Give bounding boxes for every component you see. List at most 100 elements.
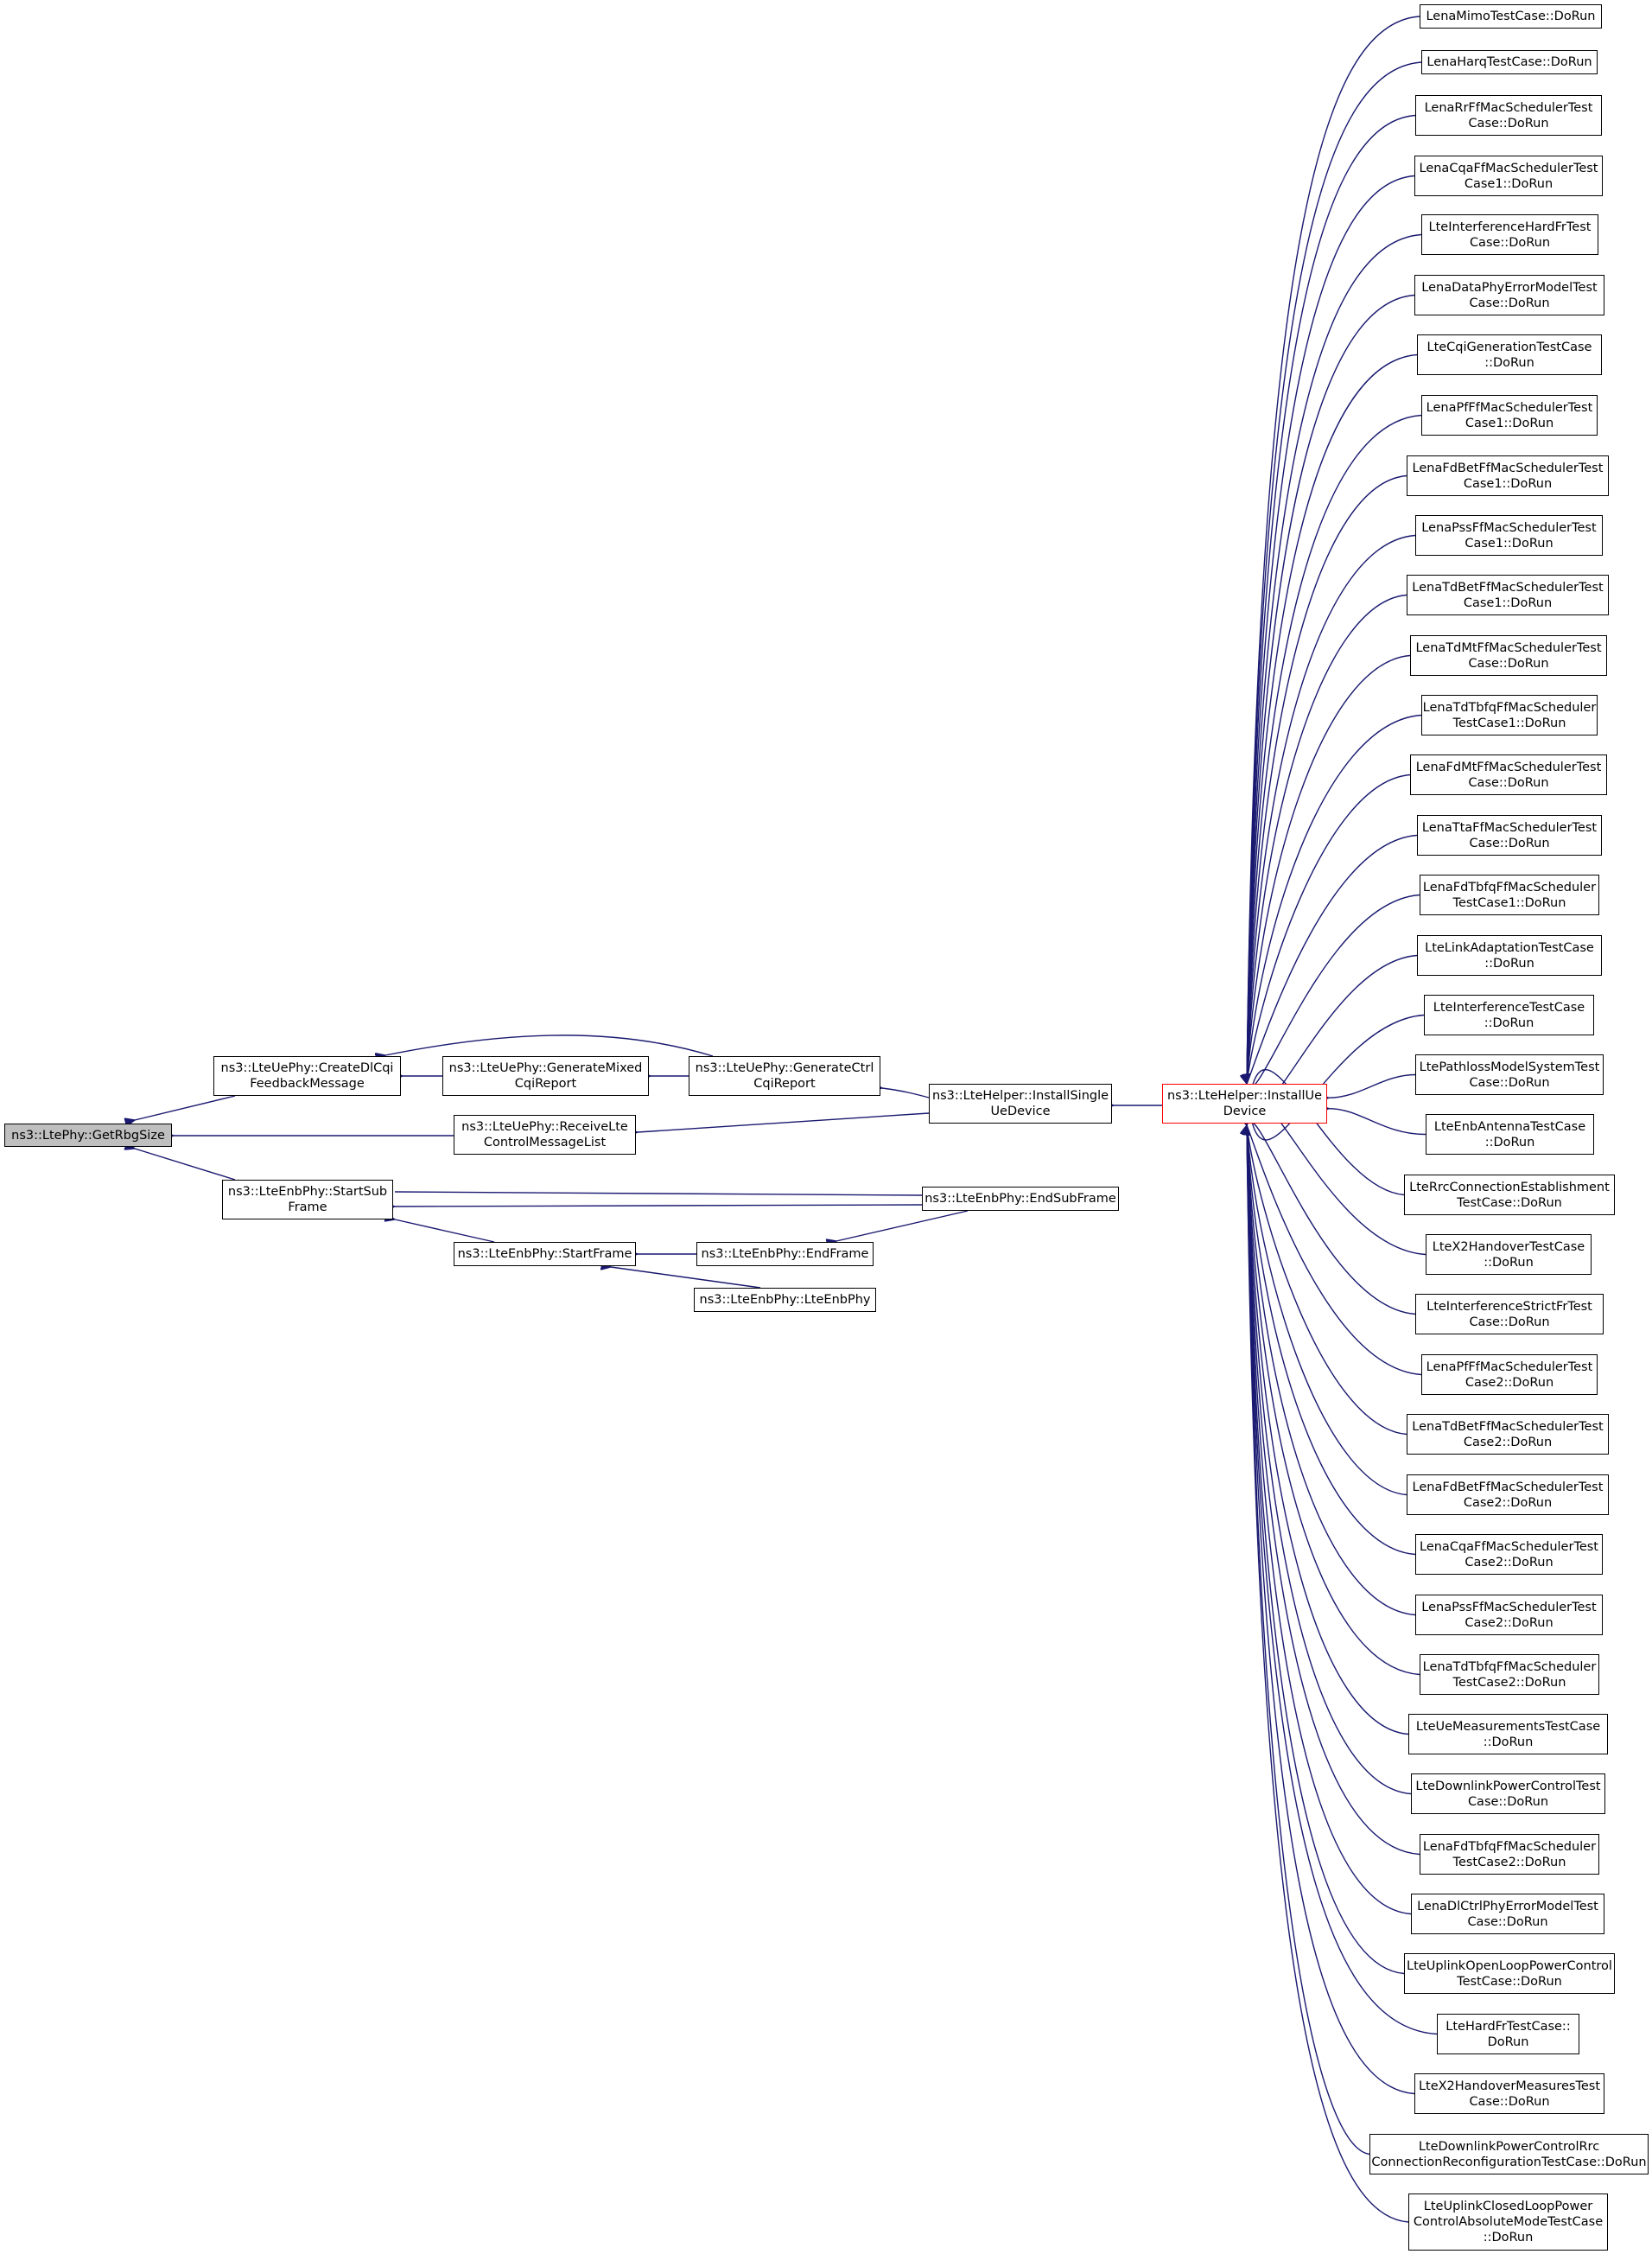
node-label-line: LenaCqaFfMacSchedulerTest (1420, 1539, 1598, 1554)
node-label-line: LteX2HandoverMeasuresTest (1418, 2079, 1601, 2093)
edge-caller-2-to-installue (1247, 114, 1416, 1085)
node-label-line: Case::DoRun (1467, 1794, 1549, 1809)
edge-createdlcqi-to-getrbgsize (135, 1095, 236, 1120)
node-label-line: TestCase2::DoRun (1452, 1855, 1566, 1869)
edge-caller-15-to-installue (1247, 894, 1420, 1089)
node-lteenbphy-startframe[interactable]: ns3::LteEnbPhy::StartFrame (454, 1242, 636, 1266)
caller-node-ltex2handovertestcase-dorun[interactable]: LteX2HandoverTestCase::DoRun (1426, 1234, 1592, 1275)
node-label-line: ::DoRun (1483, 1735, 1534, 1749)
edge-caller-19-to-installue (1329, 1109, 1426, 1136)
node-label-line: ns3::LteHelper::InstallSingle (931, 1089, 1109, 1103)
caller-node-ltelinkadaptationtestcase-dorun[interactable]: LteLinkAdaptationTestCase::DoRun (1417, 935, 1602, 976)
edge-caller-33-to-installue (1247, 1125, 1405, 1975)
node-label-line: ::DoRun (1484, 1255, 1534, 1270)
node-label-line: Case::DoRun (1468, 775, 1549, 790)
edge-caller-1-to-installue (1247, 61, 1422, 1084)
node-label-line: LteRrcConnectionEstablishment (1409, 1180, 1610, 1194)
node-label-line: ControlMessageList (483, 1136, 607, 1149)
node-lteenbphy-lteenbphy[interactable]: ns3::LteEnbPhy::LteEnbPhy (694, 1288, 876, 1312)
node-label-line: Case::DoRun (1467, 1914, 1548, 1929)
node-label-line: LteUplinkClosedLoopPower (1423, 2200, 1593, 2213)
caller-node-lenamimotestcase-dorun[interactable]: LenaMimoTestCase::DoRun (1420, 4, 1602, 29)
node-label-line: Case2::DoRun (1463, 1435, 1553, 1449)
node-label-line: ns3::LteUePhy::CreateDlCqi (220, 1061, 394, 1075)
edge-caller-11-to-installue (1247, 654, 1411, 1085)
node-label-line: Case2::DoRun (1465, 1375, 1554, 1390)
node-label-line: Case1::DoRun (1465, 416, 1554, 430)
node-label-line: LteUeMeasurementsTestCase (1415, 1719, 1601, 1734)
node-label-line: LteLinkAdaptationTestCase (1425, 940, 1594, 955)
node-lteuephy-generatemixedcqireport[interactable]: ns3::LteUePhy::GenerateMixed CqiReport (442, 1056, 649, 1096)
edge-caller-0-to-installue (1247, 16, 1420, 1084)
edge-genctrl-to-createdlcqi-arc (385, 1035, 714, 1056)
node-label-line: TestCase::DoRun (1457, 1195, 1562, 1210)
node-ltehelper-installsingleuedevice[interactable]: ns3::LteHelper::InstallSingle UeDevice (929, 1084, 1112, 1124)
edge-caller-27-to-installue (1247, 1125, 1416, 1616)
caller-node-ltecqigenerationtestcase-dorun[interactable]: LteCqiGenerationTestCase::DoRun (1417, 334, 1602, 375)
node-label-line: Case::DoRun (1469, 1315, 1550, 1329)
node-label-line: ::DoRun (1484, 1135, 1535, 1149)
edge-caller-3-to-installue (1247, 175, 1415, 1085)
node-lteuephy-receiveltecontrolmessagelist[interactable]: ns3::LteUePhy::ReceiveLte ControlMessage… (454, 1115, 636, 1155)
node-label-line: FeedbackMessage (250, 1077, 365, 1091)
node-lteenbphy-endsubframe[interactable]: ns3::LteEnbPhy::EndSubFrame (922, 1187, 1119, 1211)
edge-caller-25-to-installue (1247, 1125, 1407, 1496)
node-lteenbphy-endframe[interactable]: ns3::LteEnbPhy::EndFrame (696, 1242, 874, 1266)
node-label-line: Case2::DoRun (1463, 1495, 1553, 1510)
node-ltehelper-installuedevice[interactable]: ns3::LteHelper::InstallUe Device (1162, 1084, 1327, 1124)
caller-node-ltehardfrtestcase-dorun[interactable]: LteHardFrTestCase::DoRun (1437, 2014, 1579, 2054)
node-label-line: LenaFdTbfqFfMacScheduler (1422, 880, 1597, 895)
caller-node-lteinterferencetestcase-dorun[interactable]: LteInterferenceTestCase::DoRun (1424, 995, 1594, 1035)
node-label-line: ns3::LteUePhy::GenerateCtrl (695, 1061, 874, 1075)
caller-node-lenaharqtestcase-dorun[interactable]: LenaHarqTestCase::DoRun (1421, 50, 1598, 74)
node-label-line: Case1::DoRun (1463, 476, 1553, 491)
edge-startframe-to-startsub (395, 1219, 495, 1243)
node-lteenbphy-startsubframe[interactable]: ns3::LteEnbPhy::StartSub Frame (222, 1180, 393, 1219)
node-lteuephy-createdlcqifeedbackmessage[interactable]: ns3::LteUePhy::CreateDlCqi FeedbackMessa… (213, 1056, 401, 1096)
edge-caller-7-to-installue (1247, 414, 1422, 1085)
node-label-line: ControlAbsoluteModeTestCase (1413, 2215, 1604, 2229)
edge-caller-13-to-installue (1247, 774, 1411, 1085)
caller-node-lteuemeasurementstestcase-dorun[interactable]: LteUeMeasurementsTestCase::DoRun (1408, 1714, 1608, 1754)
node-label-line: ns3::LteEnbPhy::EndSubFrame (924, 1192, 1116, 1206)
edge-caller-26-to-installue (1247, 1125, 1416, 1556)
node-lteuephy-generatectrlcqireport[interactable]: ns3::LteUePhy::GenerateCtrl CqiReport (689, 1056, 880, 1096)
node-label-line: LenaFdTbfqFfMacScheduler (1422, 1839, 1597, 1854)
node-ltephy-getrbgsize[interactable]: ns3::LtePhy::GetRbgSize (4, 1124, 172, 1147)
node-label-line: LenaRrFfMacSchedulerTest (1424, 100, 1593, 115)
edge-endsub-to-endframe (836, 1210, 969, 1241)
caller-node-lteenbantennatestcase-dorun[interactable]: LteEnbAntennaTestCase::DoRun (1426, 1114, 1594, 1155)
node-label-line: ::DoRun (1483, 2231, 1534, 2244)
node-label-line: Frame (288, 1200, 327, 1214)
edge-caller-22-to-installue (1247, 1120, 1416, 1315)
